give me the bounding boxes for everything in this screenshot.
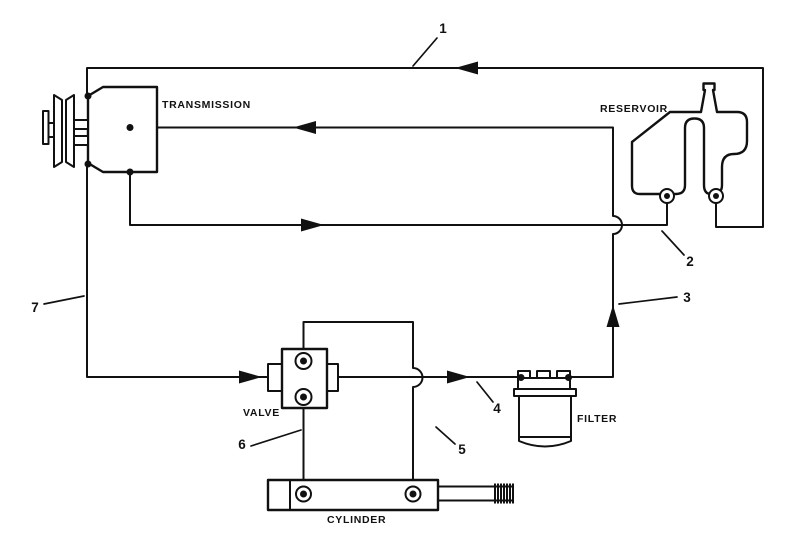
filter-cap-base xyxy=(517,377,571,390)
callout-leader-4 xyxy=(476,381,494,403)
callout-number-5: 5 xyxy=(458,442,466,457)
reservoir-label: RESERVOIR xyxy=(600,103,668,115)
filter-flange xyxy=(513,388,577,397)
pipe-filter-return-line xyxy=(129,126,623,378)
callout-number-2: 2 xyxy=(686,254,694,269)
port-dot xyxy=(517,374,525,381)
flow-arrow-left-icon xyxy=(293,121,316,134)
callout-number-3: 3 xyxy=(683,290,691,305)
callout-number-4: 4 xyxy=(493,401,501,416)
pulley-sheave-right xyxy=(65,94,75,168)
port-dot xyxy=(126,124,134,131)
valve-tab-right xyxy=(326,363,339,392)
flow-arrow-left-icon xyxy=(455,61,478,75)
callouts: 1 2 3 4 5 6 7 xyxy=(31,21,694,457)
pipe-transmission-to-valve xyxy=(86,163,269,378)
callout-leader-1 xyxy=(412,37,438,67)
reservoir-tank xyxy=(630,82,749,196)
pipes xyxy=(86,67,764,489)
flow-arrow-right-icon xyxy=(301,218,324,232)
callout-leader-3 xyxy=(618,296,678,305)
cylinder-label: CYLINDER xyxy=(327,514,386,526)
filter-body xyxy=(518,395,572,438)
pipe-valve-to-cylinder-right xyxy=(302,321,424,489)
transmission-body xyxy=(86,85,159,174)
callout-number-1: 1 xyxy=(439,21,447,36)
flow-arrow-right-icon xyxy=(447,370,470,384)
valve-tab-left xyxy=(267,363,283,392)
port-dot xyxy=(126,168,134,176)
rod-threads xyxy=(494,483,514,504)
pulley-sheave-left xyxy=(53,94,63,168)
flow-arrow-right-icon xyxy=(239,370,262,384)
filter-symbol: FILTER xyxy=(513,370,617,448)
valve-label: VALVE xyxy=(243,407,280,419)
callout-leader-6 xyxy=(250,429,302,447)
port-dot xyxy=(84,160,92,168)
port-dot xyxy=(409,490,417,498)
port-dot xyxy=(84,92,92,100)
pulley-icon xyxy=(42,94,89,168)
filter-label: FILTER xyxy=(577,413,617,425)
port-dot xyxy=(713,193,719,199)
transmission-label: TRANSMISSION xyxy=(162,99,251,111)
flow-arrow-up-icon xyxy=(606,305,620,327)
pulley-link-bottom xyxy=(73,135,89,146)
valve-symbol: VALVE xyxy=(243,347,339,419)
flow-arrows xyxy=(239,61,620,384)
port-dot xyxy=(300,490,307,498)
callout-leader-7 xyxy=(43,295,85,305)
pipe-transmission-to-reservoir xyxy=(129,171,668,226)
filter-bottom xyxy=(518,436,572,448)
port-dot xyxy=(664,193,670,199)
callout-leader-2 xyxy=(661,230,685,256)
cylinder-rod xyxy=(437,483,514,504)
port-dot xyxy=(565,374,572,381)
pipe-reservoir-to-transmission xyxy=(86,67,764,228)
callout-number-6: 6 xyxy=(238,437,246,452)
port-dot xyxy=(300,393,307,401)
reservoir-symbol: RESERVOIR xyxy=(600,82,749,204)
callout-number-7: 7 xyxy=(31,300,39,315)
transmission-symbol: TRANSMISSION xyxy=(42,85,251,176)
port-dot xyxy=(300,357,307,365)
cylinder-symbol: CYLINDER xyxy=(266,478,514,526)
callout-leader-5 xyxy=(435,426,456,445)
pulley-link-top xyxy=(73,119,89,130)
